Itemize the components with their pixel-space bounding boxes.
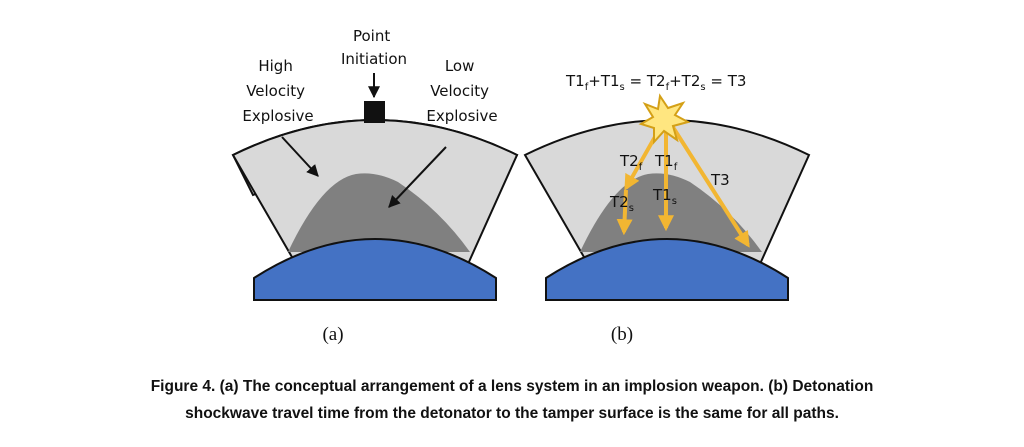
panel-b-label: (b)	[611, 324, 633, 345]
tamper-b	[545, 238, 789, 301]
panel-a-label: (a)	[322, 324, 343, 345]
path-t2s	[616, 189, 633, 236]
low-velocity-lens	[288, 173, 470, 252]
timing-equation: T1f+T1s = T2f+T2s = T3	[565, 72, 746, 93]
tamper	[253, 238, 497, 301]
path-label-t1f: T1f	[654, 152, 678, 173]
path-label-t2f: T2f	[619, 152, 643, 173]
detonator-block	[364, 101, 385, 123]
detonation-star-icon	[638, 93, 691, 145]
low-velocity-label: Low Velocity Explosive	[426, 57, 497, 125]
point-initiation-label: Point Initiation	[341, 27, 407, 68]
caption-line-1: Figure 4. (a) The conceptual arrangement…	[150, 378, 874, 395]
path-label-t1s: T1s	[652, 186, 677, 207]
figure-caption: Figure 4. (a) The conceptual arrangement…	[0, 373, 1024, 427]
panel-a: Point Initiation High Velocity Explosive…	[231, 27, 519, 345]
path-label-t2s: T2s	[609, 193, 634, 214]
panel-b: T1f+T1s = T2f+T2s = T3 T2f T1f T3 T2s T1…	[523, 72, 811, 345]
path-label-t3: T3	[710, 171, 730, 189]
caption-line-2: shockwave travel time from the detonator…	[185, 405, 839, 422]
path-t3	[667, 119, 750, 248]
high-velocity-arrow	[281, 136, 319, 177]
high-velocity-label: High Velocity Explosive	[242, 57, 313, 125]
low-velocity-arrow	[388, 146, 447, 208]
